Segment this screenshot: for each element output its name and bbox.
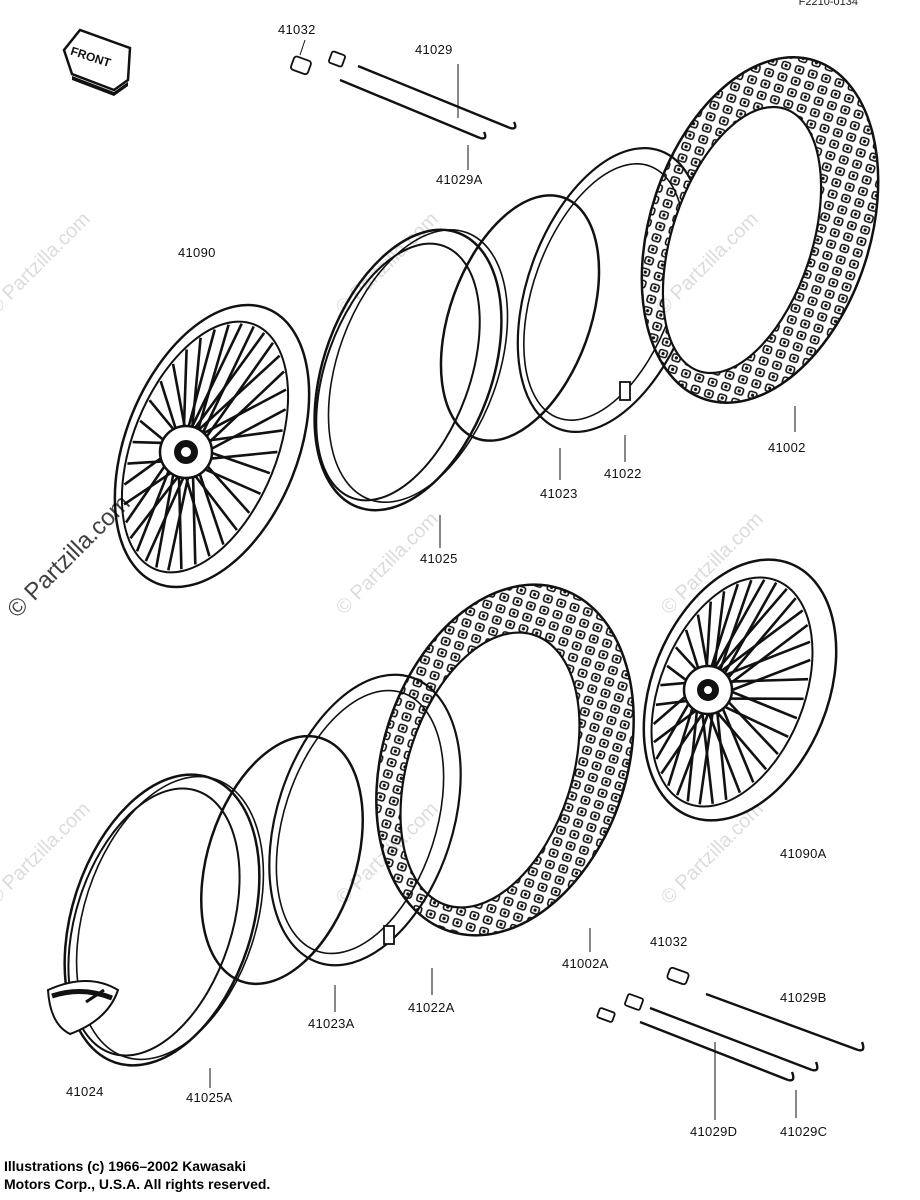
part-label-41032-top: 41032	[278, 22, 316, 37]
spoke-nipples-bottom	[596, 966, 690, 1023]
part-label-41029a: 41029A	[436, 172, 483, 187]
part-label-41090: 41090	[178, 245, 216, 260]
part-label-41029d: 41029D	[690, 1124, 738, 1139]
spokes-bottom	[639, 992, 865, 1082]
part-label-41032-bottom: 41032	[650, 934, 688, 949]
part-label-41023a: 41023A	[308, 1016, 355, 1031]
part-label-41029: 41029	[415, 42, 453, 57]
tire-top	[640, 56, 880, 404]
rim-bottom	[63, 773, 265, 1067]
figure-code: F2210-0134	[798, 0, 858, 8]
part-label-41022: 41022	[604, 466, 642, 481]
part-label-41025: 41025	[420, 551, 458, 566]
wheel-assembly-bottom	[642, 558, 838, 822]
rim-band-top	[439, 194, 601, 442]
part-label-41024: 41024	[66, 1084, 104, 1099]
wheel-assembly-top	[113, 303, 311, 589]
part-label-41090a: 41090A	[780, 846, 827, 861]
copyright-line-2: Motors Corp., U.S.A. All rights reserved…	[4, 1176, 271, 1192]
rim-lock	[46, 980, 120, 1036]
copyright-line-1: Illustrations (c) 1966–2002 Kawasaki	[4, 1158, 247, 1174]
part-label-41025a: 41025A	[186, 1090, 233, 1105]
tube-bottom	[268, 673, 462, 967]
rim-top	[313, 228, 509, 512]
part-label-41022a: 41022A	[408, 1000, 455, 1015]
leader-41032	[299, 39, 306, 56]
rim-band-bottom	[200, 734, 364, 986]
spokes-top	[339, 64, 517, 140]
part-label-41023: 41023	[540, 486, 578, 501]
copyright-notice: Illustrations (c) 1966–2002 Kawasaki Mot…	[4, 1157, 270, 1193]
spoke-nipple-top	[290, 50, 346, 76]
part-label-41029b: 41029B	[780, 990, 827, 1005]
part-label-41029c: 41029C	[780, 1124, 828, 1139]
part-label-41002a: 41002A	[562, 956, 609, 971]
tire-bottom	[375, 583, 635, 937]
part-label-41002: 41002	[768, 440, 806, 455]
front-arrow-icon	[62, 28, 132, 96]
